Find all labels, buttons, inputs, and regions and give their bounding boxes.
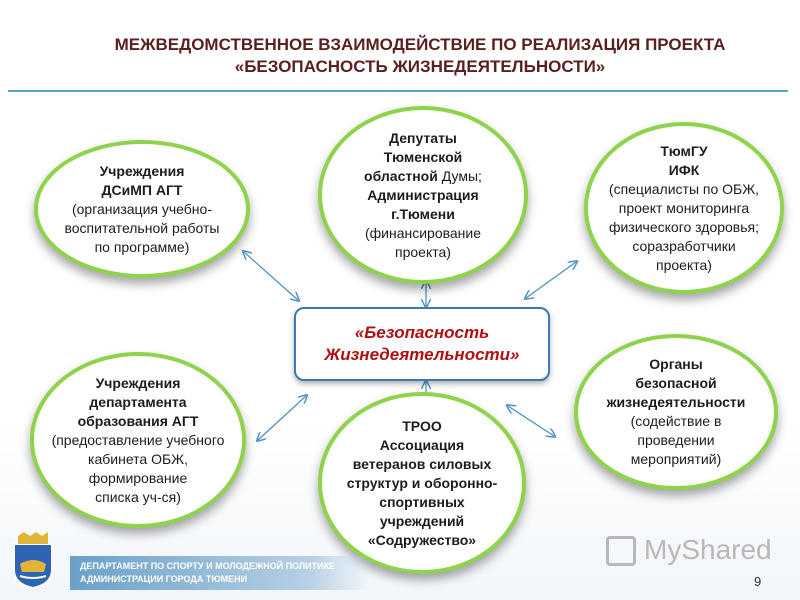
node-safety-line: безопасной bbox=[635, 375, 717, 391]
arrow-bottom-right bbox=[508, 406, 554, 436]
arrow-top-right bbox=[526, 262, 576, 298]
node-safety-line: (содействие в bbox=[630, 413, 722, 429]
node-safety-bodies: Органы безопасной жизнедеятельности (сод… bbox=[574, 334, 778, 490]
node-troo-line: «Содружество» bbox=[367, 531, 477, 548]
node-troo-line: структур и оборонно- bbox=[346, 474, 498, 491]
node-dsimp-line: (организация учебно- bbox=[71, 200, 212, 217]
watermark-text: MyShared bbox=[644, 534, 772, 565]
title-line-1: МЕЖВЕДОМСТВЕННОЕ ВЗАИМОДЕЙСТВИЕ ПО РЕАЛИ… bbox=[114, 35, 726, 54]
footer-line-1: ДЕПАРТАМЕНТ ПО СПОРТУ И МОЛОДЕЖНОЙ ПОЛИТ… bbox=[80, 561, 336, 571]
node-education-line: кабинета ОБЖ, bbox=[88, 450, 188, 467]
node-deputies-line: проекта) bbox=[395, 243, 451, 260]
node-deputies-word: Думы; bbox=[441, 167, 482, 184]
node-deputies-line: Тюменской bbox=[383, 148, 463, 165]
arrow-top-left bbox=[244, 252, 298, 300]
center-project-box: «Безопасность Жизнедеятельности» bbox=[294, 307, 550, 381]
node-education-line: департамента bbox=[89, 393, 187, 410]
node-education-line: (предоставление учебного bbox=[51, 431, 225, 448]
title-line-2: «БЕЗОПАСНОСТЬ ЖИЗНЕДЕЯТЕЛЬНОСТИ» bbox=[234, 57, 606, 76]
node-deputies-line: Депутаты bbox=[389, 129, 457, 146]
node-deputies-line: (финансирование bbox=[364, 224, 482, 241]
center-line-2: Жизнедеятельности» bbox=[324, 345, 520, 364]
node-education-line: списка уч-ся) bbox=[95, 488, 181, 505]
node-dsimp-line: ДСиМП АГТ bbox=[101, 181, 183, 198]
node-safety-line: жизнедеятельности bbox=[606, 394, 746, 410]
node-troo-line: ТРОО bbox=[402, 417, 442, 434]
title-divider bbox=[8, 90, 788, 92]
node-dsimp: Учреждения ДСиМП АГТ (организация учебно… bbox=[34, 140, 250, 278]
footer-band bbox=[70, 556, 370, 590]
arrow-bottom-left bbox=[258, 396, 306, 440]
node-education-line: формирование bbox=[88, 469, 188, 486]
node-tyumgu-line: проект мониторинга bbox=[618, 199, 750, 216]
node-dsimp-line: по программе) bbox=[94, 238, 190, 255]
node-troo-line: спортивных bbox=[379, 493, 465, 510]
node-deputies-line: г.Тюмени bbox=[391, 205, 455, 222]
node-tyumgu-line: соразработчики bbox=[632, 237, 736, 254]
node-tyumgu: ТюмГУ ИФК (специалисты по ОБЖ, проект мо… bbox=[584, 122, 784, 294]
node-education-line: Учреждения bbox=[95, 374, 181, 391]
node-troo-line: Ассоциация bbox=[379, 436, 465, 453]
node-education-line: образования АГТ bbox=[77, 412, 199, 429]
node-deputies-line: Администрация bbox=[367, 186, 479, 203]
node-deputies-word: областной bbox=[364, 167, 438, 184]
node-tyumgu-line: (специалисты по ОБЖ, bbox=[608, 180, 760, 197]
page-number: 9 bbox=[754, 574, 762, 589]
city-crest-icon bbox=[13, 532, 53, 590]
node-safety-line: мероприятий) bbox=[630, 451, 722, 467]
center-line-1: «Безопасность bbox=[354, 323, 490, 342]
node-troo-line: ветеранов силовых bbox=[352, 455, 492, 472]
watermark-logo-icon bbox=[606, 536, 636, 566]
node-troo-line: учреждений bbox=[379, 512, 465, 529]
footer-text: ДЕПАРТАМЕНТ ПО СПОРТУ И МОЛОДЕЖНОЙ ПОЛИТ… bbox=[80, 560, 335, 586]
page-title: МЕЖВЕДОМСТВЕННОЕ ВЗАИМОДЕЙСТВИЕ ПО РЕАЛИ… bbox=[60, 34, 780, 78]
node-safety-line: проведении bbox=[637, 432, 715, 448]
node-troo: ТРОО Ассоциация ветеранов силовых структ… bbox=[318, 392, 526, 574]
node-dsimp-line: Учреждения bbox=[99, 162, 185, 179]
node-deputies-line: областной Думы; bbox=[364, 167, 482, 186]
node-deputies: Депутаты Тюменской областной Думы; Админ… bbox=[318, 106, 528, 284]
node-tyumgu-line: ТюмГУ bbox=[660, 142, 708, 159]
node-tyumgu-line: физического здоровья; bbox=[608, 218, 760, 235]
footer-line-2: АДМИНИСТРАЦИИ ГОРОДА ТЮМЕНИ bbox=[80, 574, 248, 584]
node-tyumgu-line: ИФК bbox=[668, 161, 700, 178]
node-tyumgu-line: проекта) bbox=[656, 256, 712, 273]
node-education: Учреждения департамента образования АГТ … bbox=[30, 352, 246, 528]
node-dsimp-line: воспитательной работы bbox=[64, 219, 220, 236]
node-safety-line: Органы bbox=[649, 356, 703, 372]
